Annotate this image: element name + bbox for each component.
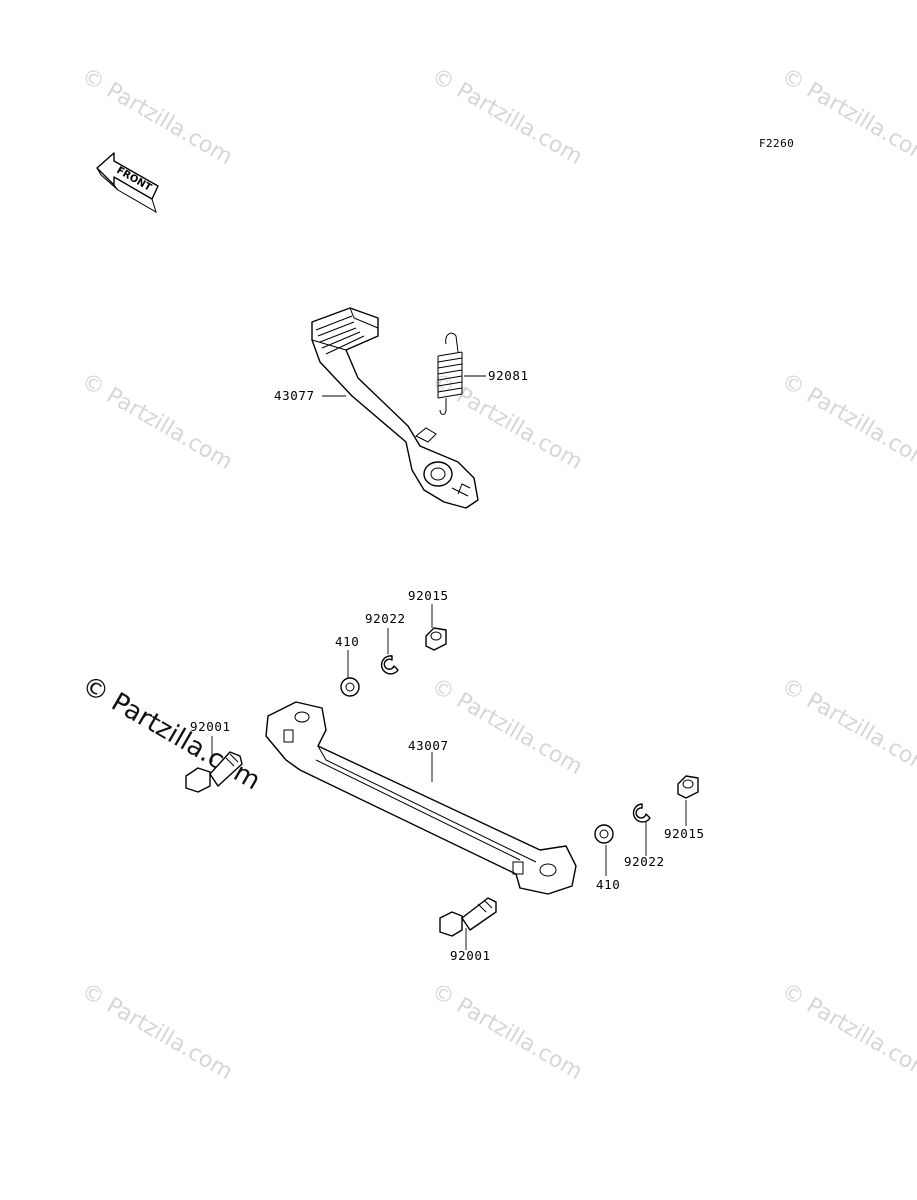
brake-rod-part: [265, 701, 577, 895]
label-clip-top: 92022: [365, 611, 406, 626]
watermark: © Partzilla.com: [77, 64, 237, 171]
spring-part: [437, 332, 463, 415]
watermark: © Partzilla.com: [77, 979, 237, 1086]
nut-right-part: [677, 775, 699, 799]
diagram-code: F2260: [759, 137, 794, 150]
nut-top-part: [425, 627, 447, 651]
watermark: © Partzilla.com: [777, 64, 917, 171]
label-nut-top: 92015: [408, 588, 449, 603]
watermark: © Partzilla.com: [777, 979, 917, 1086]
bolt-bottom-part: [439, 897, 497, 937]
label-bolt-left: 92001: [190, 719, 231, 734]
watermark: © Partzilla.com: [77, 369, 237, 476]
watermark-prominent: © Partzilla.com: [77, 670, 266, 796]
watermarks: © Partzilla.com © Partzilla.com © Partzi…: [77, 64, 917, 1086]
clip-right-part: [632, 803, 651, 823]
label-clip-right: 92022: [624, 854, 665, 869]
label-bolt-bottom: 92001: [450, 948, 491, 963]
label-washer-right: 410: [596, 877, 620, 892]
clip-top-part: [380, 655, 399, 675]
leader-lines: [211, 375, 687, 950]
part-labels: 43077 92081 43007 92001 92001 410 92022 …: [190, 368, 705, 963]
front-arrow-icon: FRONT: [96, 152, 159, 214]
watermark: © Partzilla.com: [427, 674, 587, 781]
brake-pedal-part: [311, 307, 479, 509]
watermark: © Partzilla.com: [427, 64, 587, 171]
label-spring: 92081: [488, 368, 529, 383]
bolt-left-part: [185, 751, 243, 793]
washer-right-part: [594, 824, 614, 844]
watermark: © Partzilla.com: [427, 979, 587, 1086]
washer-top-part: [340, 677, 360, 697]
label-nut-right: 92015: [664, 826, 705, 841]
watermark: © Partzilla.com: [777, 369, 917, 476]
label-rod: 43007: [408, 738, 449, 753]
watermark: © Partzilla.com: [777, 674, 917, 781]
label-brake-pedal: 43077: [274, 388, 315, 403]
label-washer-top: 410: [335, 634, 359, 649]
